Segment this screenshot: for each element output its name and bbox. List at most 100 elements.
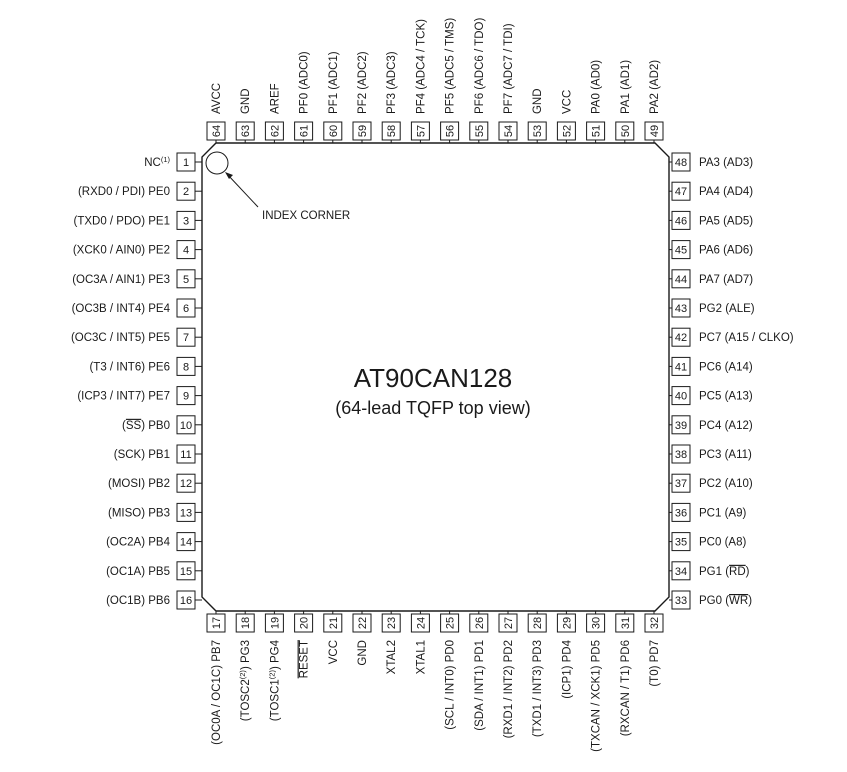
pin-number: 27 xyxy=(503,617,515,629)
pin-label: (ICP1) PD4 xyxy=(561,639,573,698)
pin-number: 9 xyxy=(183,391,189,403)
pin-number: 1 xyxy=(183,157,189,169)
pin-number: 6 xyxy=(183,303,189,315)
pin-10: 10(SS) PB0 xyxy=(122,415,202,435)
pin-label: PA0 (AD0) xyxy=(591,60,603,114)
pin-label: (OC3A / AIN1) PE3 xyxy=(72,274,170,286)
pin-number: 37 xyxy=(675,478,687,490)
pin-label: PA6 (AD6) xyxy=(699,245,753,257)
pin-number: 2 xyxy=(183,186,189,198)
pin-label: GND xyxy=(240,88,252,114)
pin-label: PC7 (A15 / CLKO) xyxy=(699,332,794,344)
pin-number: 11 xyxy=(180,449,191,461)
pin-label: GND xyxy=(532,88,544,114)
pin-label: (OC3B / INT4) PE4 xyxy=(72,303,171,315)
pin-11: 11 (SCK) PB1 xyxy=(114,444,202,464)
pin-label: AREF xyxy=(269,83,281,114)
pin-label: AVCC xyxy=(211,83,223,114)
pin-53: 53 GND xyxy=(527,88,547,143)
pin-label: NC(1) xyxy=(144,155,170,169)
pin-number: 50 xyxy=(620,125,632,137)
pin-number: 45 xyxy=(675,245,687,257)
pin-label: (SCK) PB1 xyxy=(114,449,170,461)
pin-label: PC3 (A11) xyxy=(699,449,752,461)
pin-number: 40 xyxy=(675,391,687,403)
pin-number: 28 xyxy=(532,617,544,629)
pin-label: (TXD0 / PDO) PE1 xyxy=(74,215,171,227)
pin-63: 63 GND xyxy=(235,88,255,143)
pin-number: 5 xyxy=(183,274,189,286)
pin-14: 14 (OC2A) PB4 xyxy=(106,532,202,552)
pin-number: 64 xyxy=(211,125,223,137)
pin-number: 63 xyxy=(240,125,252,137)
pin-number: 53 xyxy=(532,125,544,137)
pin-number: 38 xyxy=(675,449,687,461)
pin-label: RESET xyxy=(299,640,311,678)
pin-64: 64 AVCC xyxy=(206,83,226,143)
pin-label: PA5 (AD5) xyxy=(699,215,753,227)
pin-number: 14 xyxy=(180,537,192,549)
pin-number: 48 xyxy=(675,157,687,169)
pin-32: 32(T0) PD7 xyxy=(644,611,664,687)
pin-number: 29 xyxy=(561,617,573,629)
pin-label: (OC1B) PB6 xyxy=(106,595,170,607)
pin-label: (TXCAN / XCK1) PD5 xyxy=(591,640,603,752)
pin-label: (OC3C / INT5) PE5 xyxy=(71,332,170,344)
pin-number: 44 xyxy=(675,274,687,286)
pin-label: PC0 (A8) xyxy=(699,537,746,549)
pin-label: XTAL1 xyxy=(415,640,427,674)
pin-number: 15 xyxy=(180,566,192,578)
pin-number: 31 xyxy=(620,617,632,629)
pin-label: (ICP3 / INT7) PE7 xyxy=(77,391,170,403)
pin-label: (TXD1 / INT3) PD3 xyxy=(532,640,544,737)
pin-45: 45 PA6 (AD6) xyxy=(669,240,753,260)
pin-label: (SDA / INT1) PD1 xyxy=(474,640,486,731)
pin-label: GND xyxy=(357,640,369,666)
pin-label: (OC1A) PB5 xyxy=(106,566,170,578)
pin-number: 49 xyxy=(649,125,661,137)
pin-number: 39 xyxy=(675,420,687,432)
pin-label: (MISO) PB3 xyxy=(108,507,170,519)
pin-label: VCC xyxy=(328,640,340,664)
pin-label: (RXD0 / PDI) PE0 xyxy=(78,186,170,198)
pin-number: 24 xyxy=(415,617,427,629)
pin-number: 56 xyxy=(445,125,457,137)
pin-label: PF6 (ADC6 / TDO) xyxy=(474,18,486,114)
pin-number: 59 xyxy=(357,125,369,137)
pin-label: (SS) PB0 xyxy=(122,420,170,432)
pin-number: 19 xyxy=(269,617,281,629)
pin-number: 13 xyxy=(180,507,192,519)
pin-12: 12(MOSI) PB2 xyxy=(108,473,202,493)
pin-25: 25(SCL / INT0) PD0 xyxy=(440,611,460,730)
pin-number: 16 xyxy=(180,595,192,607)
pin-13: 13 (MISO) PB3 xyxy=(108,502,202,522)
pin-label: PG0 (WR) xyxy=(699,595,752,607)
index-corner-marker xyxy=(205,151,229,175)
pin-label: (RXCAN / T1) PD6 xyxy=(620,640,632,736)
pin-15: 15 (OC1A) PB5 xyxy=(106,561,202,581)
pin-label: (OC0A / OC1C) PB7 xyxy=(211,640,223,745)
chip-title: AT90CAN128 xyxy=(354,363,513,393)
pin-30: 30(TXCAN / XCK1) PD5 xyxy=(586,611,606,752)
pin-label: (OC2A) PB4 xyxy=(106,537,171,549)
pin-number: 22 xyxy=(357,617,369,629)
pin-label: PF4 (ADC4 / TCK) xyxy=(415,19,427,114)
pin-label: PC2 (A10) xyxy=(699,478,753,490)
